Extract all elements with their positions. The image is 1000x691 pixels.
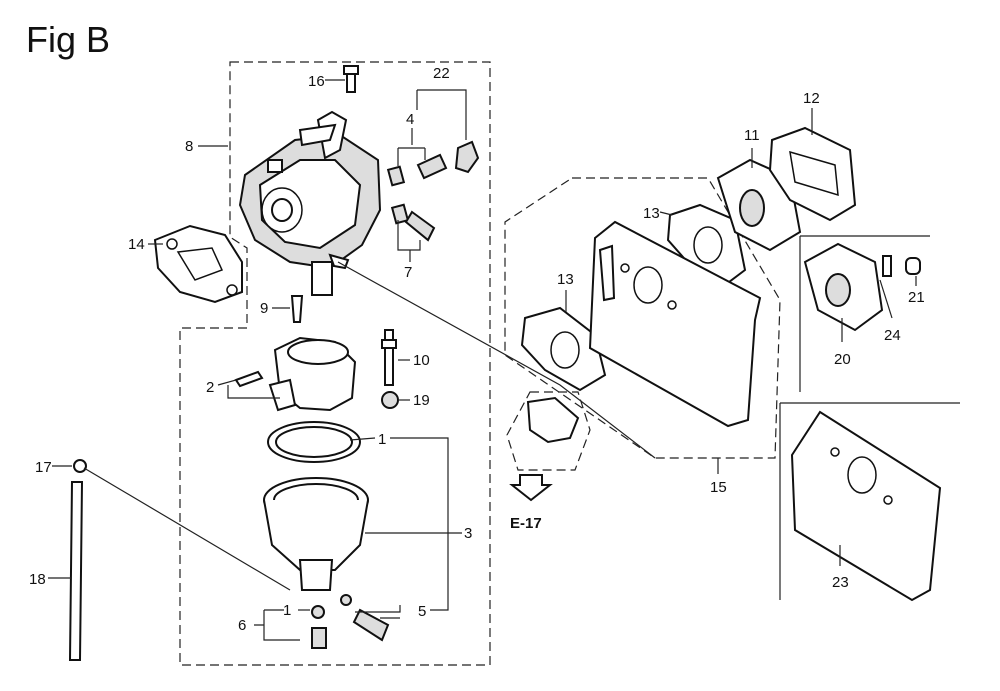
screw-16 bbox=[343, 65, 359, 93]
callout-1-lower: 1 bbox=[283, 602, 291, 619]
float bbox=[268, 336, 357, 412]
callout-12: 12 bbox=[803, 90, 820, 107]
gasket-23 bbox=[790, 410, 942, 602]
screw-set-4 bbox=[386, 140, 480, 187]
leader-lines bbox=[48, 79, 917, 641]
callout-19: 19 bbox=[413, 392, 430, 409]
jet-9 bbox=[290, 295, 304, 323]
callout-23: 23 bbox=[832, 574, 849, 591]
callout-10: 10 bbox=[413, 352, 430, 369]
callout-14: 14 bbox=[128, 236, 145, 253]
tube-18 bbox=[68, 481, 84, 661]
callout-16: 16 bbox=[308, 73, 325, 90]
callout-22: 22 bbox=[433, 65, 450, 82]
carburetor-body bbox=[238, 110, 382, 296]
bolt-10 bbox=[381, 329, 397, 386]
callout-8: 8 bbox=[185, 138, 193, 155]
callout-13-lower: 13 bbox=[557, 271, 574, 288]
callout-labels: 1 1 2 3 4 5 6 7 8 9 10 11 12 13 13 14 15… bbox=[29, 65, 925, 634]
bolt-6 bbox=[311, 605, 327, 649]
callout-13-upper: 13 bbox=[643, 205, 660, 222]
e17-arrow bbox=[509, 396, 580, 502]
screw-set-7 bbox=[390, 203, 436, 242]
callout-18: 18 bbox=[29, 571, 46, 588]
callout-9: 9 bbox=[260, 300, 268, 317]
callout-11: 11 bbox=[744, 127, 760, 144]
insulator-20 bbox=[803, 242, 884, 332]
callout-24: 24 bbox=[884, 327, 901, 344]
callout-1-upper: 1 bbox=[378, 431, 386, 448]
group-borders bbox=[179, 61, 960, 666]
o-ring bbox=[267, 421, 361, 463]
float-pin-2 bbox=[234, 370, 264, 388]
drain-screw-5 bbox=[340, 594, 390, 642]
gasket-12 bbox=[768, 126, 857, 222]
callout-5: 5 bbox=[418, 603, 426, 620]
clip-17 bbox=[73, 459, 87, 473]
gasket-13-upper bbox=[666, 203, 747, 287]
callout-6: 6 bbox=[238, 617, 246, 634]
figure-title: Fig B bbox=[26, 19, 110, 60]
pin-24 bbox=[882, 255, 892, 277]
callout-2: 2 bbox=[206, 379, 214, 396]
callout-20: 20 bbox=[834, 351, 851, 368]
plate-15 bbox=[588, 220, 762, 428]
washer-19 bbox=[381, 391, 399, 409]
callout-15: 15 bbox=[710, 479, 727, 496]
callout-21: 21 bbox=[908, 289, 925, 306]
gasket-13-lower bbox=[520, 306, 607, 392]
callout-3: 3 bbox=[464, 525, 472, 542]
cap-21 bbox=[905, 257, 921, 275]
gasket-14 bbox=[153, 224, 243, 304]
callout-17: 17 bbox=[35, 459, 52, 476]
callout-7: 7 bbox=[404, 264, 412, 281]
callout-4: 4 bbox=[406, 111, 414, 128]
reference-e17: E-17 bbox=[510, 515, 542, 532]
float-chamber-3 bbox=[263, 477, 369, 591]
